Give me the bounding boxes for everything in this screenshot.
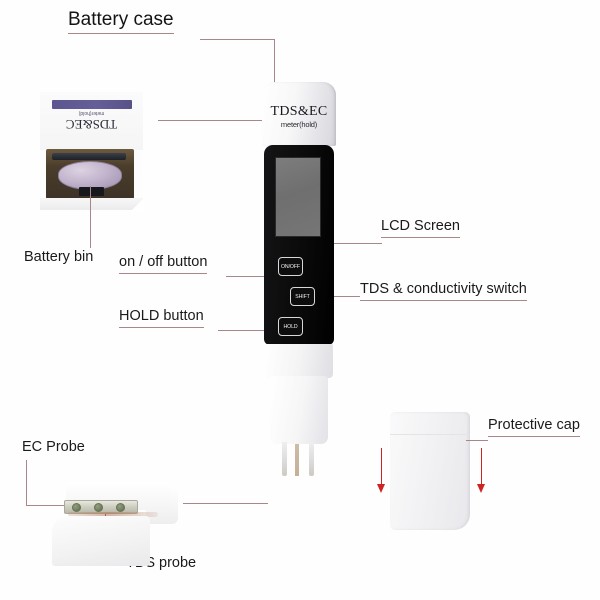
device-brand-sub: meter(hold)	[280, 120, 318, 129]
device-brand: TDS&EC	[270, 104, 328, 119]
probe-closeup-photo	[46, 478, 178, 574]
probe-photo-shadow	[68, 512, 158, 517]
leader-battery-case-to-device	[158, 120, 263, 121]
probe-contact-1	[72, 503, 81, 512]
battery-case-foot	[40, 198, 143, 210]
leader-lcd-screen	[318, 243, 382, 244]
probe-pin-right	[309, 442, 314, 476]
callout-label-on-off-button: on / off button	[119, 254, 208, 274]
leader-battery-case-horizontal	[200, 39, 275, 40]
callout-label-lcd-screen: LCD Screen	[381, 218, 460, 238]
probe-photo-lower-body	[52, 516, 150, 566]
meter-front-panel: ON/OFF SHIFT HOLD	[264, 145, 334, 345]
on-off-button[interactable]: ON/OFF	[278, 257, 303, 276]
callout-label-tds-conductivity-switch: TDS & conductivity switch	[360, 281, 527, 301]
photo-corner-fold	[131, 198, 144, 211]
protective-cap	[390, 412, 470, 530]
probe-contact-3	[116, 503, 125, 512]
meter-top-cap: TDS&EC meter(hold)	[262, 82, 336, 146]
tds-probe-pin	[295, 444, 299, 476]
coin-cell-battery	[58, 161, 122, 190]
leader-on-off-button	[226, 276, 286, 277]
probe-pin-left	[282, 442, 287, 476]
leader-battery-bin	[90, 186, 91, 248]
battery-case-photo: meter(hold) TDS&EC	[40, 92, 144, 211]
hold-button[interactable]: HOLD	[278, 317, 303, 336]
leader-ec-probe-horizontal	[26, 505, 73, 506]
battery-tab	[79, 187, 104, 196]
leader-hold-button	[218, 330, 286, 331]
callout-label-battery-bin: Battery bin	[24, 249, 94, 265]
shift-button[interactable]: SHIFT	[290, 287, 315, 306]
battery-case-brand: TDS&EC	[65, 117, 118, 132]
leader-protective-cap	[466, 440, 488, 441]
battery-case-band	[52, 100, 132, 109]
callout-label-protective-cap: Protective cap	[488, 417, 580, 437]
meter-lower-body	[270, 376, 328, 444]
meter-mid-body	[265, 344, 333, 378]
battery-clip	[52, 153, 126, 160]
battery-case-lid: meter(hold) TDS&EC	[40, 92, 143, 150]
cap-seam	[390, 434, 470, 435]
leader-ec-probe-vertical	[26, 460, 27, 506]
leader-tds-conductivity-switch	[318, 296, 360, 297]
callout-label-battery-case: Battery case	[68, 9, 174, 34]
tds-ec-meter: TDS&EC meter(hold) ON/OFF SHIFT HOLD	[262, 82, 336, 476]
probe-contact-2	[94, 503, 103, 512]
leader-battery-case-vertical	[274, 39, 275, 91]
callout-label-hold-button: HOLD button	[119, 308, 204, 328]
lcd-screen	[275, 157, 321, 237]
callout-label-ec-probe: EC Probe	[22, 439, 85, 455]
leader-device-to-probe-photo	[183, 503, 268, 504]
